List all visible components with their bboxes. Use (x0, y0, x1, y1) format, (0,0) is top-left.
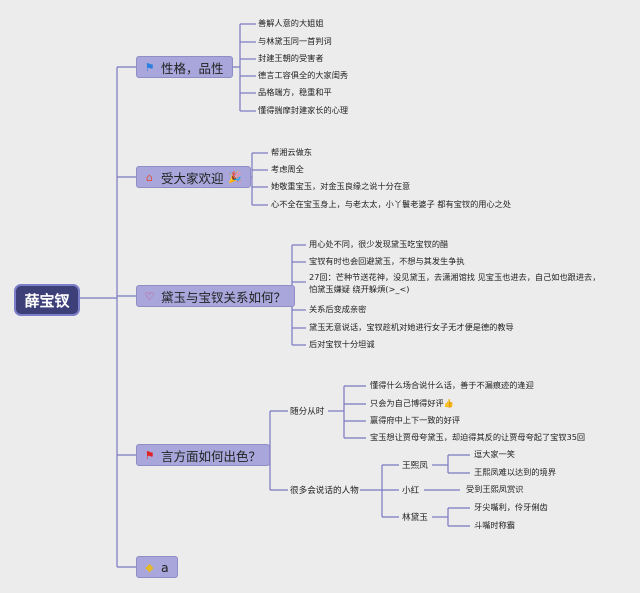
leaf[interactable]: 宝钗有时也会回避黛玉，不想与其发生争执 (309, 256, 465, 266)
person-wang-xifeng[interactable]: 王熙凤 (402, 461, 428, 471)
leaf[interactable]: 考虑周全 (271, 164, 304, 174)
leaf[interactable]: 封建王朝的受害者 (258, 53, 324, 63)
house-icon: ⌂ (146, 170, 153, 184)
leaf[interactable]: 帮湘云做东 (271, 147, 312, 157)
leaf[interactable]: 与林黛玉同一首判词 (258, 36, 332, 46)
leaf[interactable]: 怕黛玉嫌疑 绕开躲煩(>_<) (309, 284, 410, 294)
branch-popularity[interactable]: ⌂ 受大家欢迎 🎉 (136, 166, 251, 188)
branch-speech[interactable]: ⚑ 言方面如何出色？ (136, 444, 271, 466)
party-popper-icon: 🎉 (228, 170, 242, 184)
leaf[interactable]: 品格端方，稳重和平 (258, 87, 332, 97)
branch-label: 性格，品性 (161, 60, 224, 76)
person-lin-daiyu[interactable]: 林黛玉 (402, 513, 428, 523)
branch-a[interactable]: ◆ a (136, 556, 178, 578)
branch-label: 受大家欢迎 (161, 170, 224, 186)
leaf[interactable]: 逗大家一笑 (474, 449, 515, 459)
leaf[interactable]: 德言工容俱全的大家闺秀 (258, 70, 349, 80)
branch-label: a (161, 559, 169, 575)
branch-label: 言方面如何出色？ (161, 448, 262, 464)
leaf[interactable]: 王熙凤难以达到的境界 (474, 467, 556, 477)
leaf[interactable]: 宝玉想让贾母夸黛玉，却迫得其反的让贾母夸起了宝钗35回 (370, 432, 586, 442)
leaf[interactable]: 受到王熙凤赏识 (466, 484, 524, 494)
leaf[interactable]: 心不全在宝玉身上，与老太太，小丫鬟老婆子 都有宝钗的用心之处 (271, 199, 512, 209)
person-xiao-hong[interactable]: 小红 (402, 486, 420, 496)
gem-icon: ◆ (145, 560, 154, 574)
leaf[interactable]: 27回：芒种节送花神，没见黛玉，去潇湘馆找 见宝玉也进去，自己如也跟进去， (309, 272, 601, 282)
subtopic-good-speakers[interactable]: 很多会说话的人物 (290, 486, 359, 496)
leaf[interactable]: 赢得府中上下一致的好评 (370, 415, 461, 425)
leaf[interactable]: 她敬重宝玉，对金玉良缘之说十分在意 (271, 181, 411, 191)
branch-personality[interactable]: ⚑ 性格，品性 (136, 56, 233, 78)
branch-label: 黛玉与宝钗关系如何？ (161, 289, 287, 305)
leaf[interactable]: 懂得什么场合说什么话，善于不漏痕迹的逢迎 (370, 380, 534, 390)
leaf[interactable]: 牙尖嘴利，伶牙俐齿 (474, 502, 548, 512)
leaf[interactable]: 只会为自己博得好评👍 (370, 398, 454, 408)
blue-flag-icon: ⚑ (144, 60, 155, 74)
leaf[interactable]: 后对宝钗十分坦诚 (309, 339, 375, 349)
leaf[interactable]: 用心处不同，很少发现黛玉吃宝钗的醋 (309, 239, 449, 249)
leaf[interactable]: 善解人意的大姐姐 (258, 18, 324, 28)
leaf[interactable]: 懂得揣摩封建家长的心理 (258, 105, 349, 115)
branch-relationship[interactable]: ♡ 黛玉与宝钗关系如何？ (136, 285, 296, 307)
heart-icon: ♡ (144, 289, 155, 303)
leaf[interactable]: 斗嘴时称霸 (474, 520, 515, 530)
leaf[interactable]: 关系后变成亲密 (309, 304, 367, 314)
root-topic[interactable]: 薛宝钗 (14, 284, 80, 316)
subtopic-sui-fen-cong-shi[interactable]: 随分从时 (290, 407, 325, 417)
leaf[interactable]: 黛玉无意说话，宝钗趁机对她进行女子无才便是德的教导 (309, 322, 514, 332)
red-flag-icon: ⚑ (144, 448, 155, 462)
